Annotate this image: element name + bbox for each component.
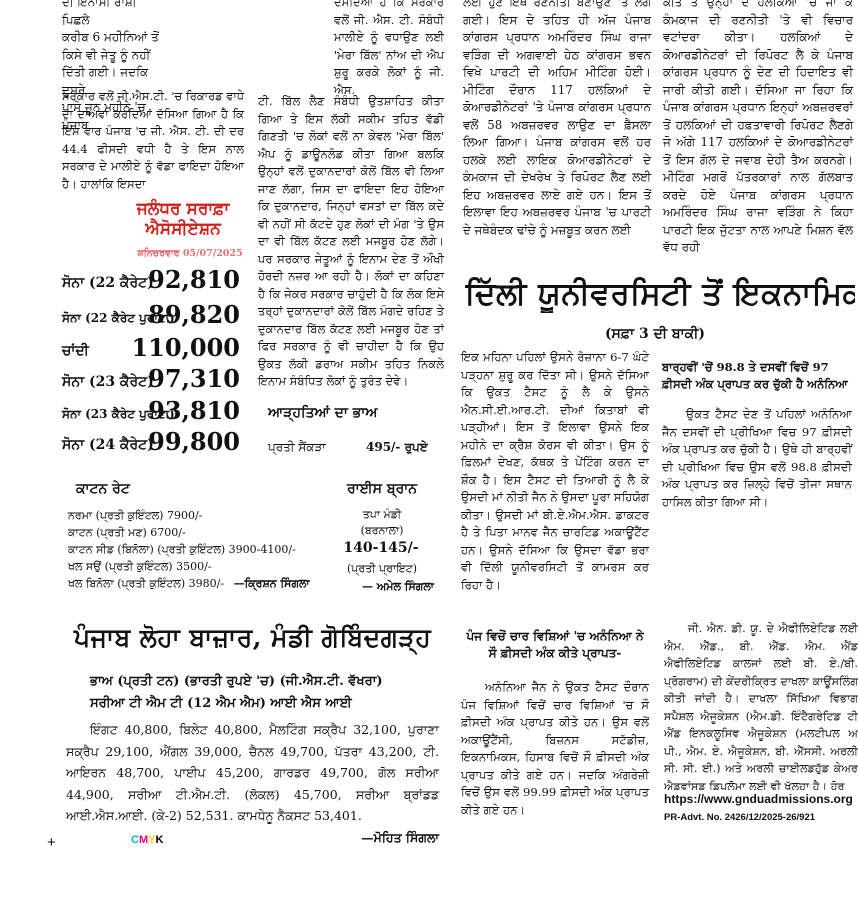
rice-unit: (ਪ੍ਰਤੀ ਪ੍ਰਾਇਟ) [346, 562, 418, 575]
cmyk-m: M [138, 834, 149, 846]
du-col2: ਉਕਤ ਟੈਸਟ ਦੇਣ ਤੋਂ ਪਹਿਲਾਂ ਅਨੰਨਿਆ ਜੈਨ ਦਸਵੀਂ… [662, 406, 852, 511]
text-line: ਦਿੱਤੀ ਗਈ। ਜਦਕਿ ਦੂਸਰੇ [62, 65, 149, 97]
rate-value: 89,820 [148, 300, 240, 329]
cotton-title: ਕਾਟਨ ਰੇਟ [76, 481, 130, 497]
iron-prices: ਇੰਗਟ 40,800, ਬਿਲੇਟ 40,800, ਮੈਲਟਿੰਗ ਸਕ੍ਰੈ… [66, 722, 439, 823]
bullion-title: ਜਲੰਧਰ ਸਰਾਫ਼ਾ ਐਸੋਸੀਏਸ਼ਨ [136, 199, 230, 239]
rate-row: ਸੋਨਾ (23 ਕੈਰੇਟ ਪੁਰਾਣਾ) 93,810 [62, 396, 240, 425]
ad-ref: PR-Advt. No. 2426/12/2025-26/921 [664, 812, 816, 823]
cotton-item: ਖਲ ਸਉਂ (ਪ੍ਰਤੀ ਕੁਇੰਟਲ) 3500/- [68, 560, 212, 573]
cotton-item-text: ਖਲ ਬਿਨੋਲਾ (ਪ੍ਰਤੀ ਕੁਇੰਟਲ) 3980/- [68, 577, 225, 590]
mid-top-text: ਲਈ ਹੁਣ ਇਥੇ ਰਣਨੀਤੀ ਬਣਾਉਣ 'ਤੇ ਲਗ ਗਈ। ਇਸ ਦੇ… [463, 0, 651, 239]
article-paragraph: ਟੀ. ਬਿੱਲ ਲੈਣ ਸੰਬੰਧੀ ਉਤਸ਼ਾਹਿਤ ਕੀਤਾ ਗਿਆ ਤੇ… [258, 94, 444, 388]
rate-row: ਸੋਨਾ (23 ਕੈਰੇਟ) 97,310 [62, 364, 240, 393]
du-headline: ਦਿੱਲੀ ਯੂਨੀਵਰਸਿਟੀ ਤੋਂ ਇਕਨਾਮਿਕਸ ਵਿਚ ... [465, 276, 855, 312]
du-sub1: ਪੰਜ ਵਿਚੋਂ ਚਾਰ ਵਿਸ਼ਿਆਂ 'ਚ ਅਨੰਨਿਆ ਨੇ ਸੌ ਫ਼… [466, 629, 644, 660]
iron-body-paragraph: ਇੰਗਟ 40,800, ਬਿਲੇਟ 40,800, ਮੈਲਟਿੰਗ ਸਕ੍ਰੈ… [66, 719, 439, 845]
rate-name: ਸੋਨਾ (22 ਕੈਰੇਟ) [62, 275, 154, 291]
rate-row: ਸੋਨਾ (22 ਕੈਰੇਟ ਪੁਰਾਣਾ) 89,820 [62, 300, 240, 329]
rice-market: ਤਪਾ ਮੰਡੀ [362, 508, 402, 521]
rate-value: 92,810 [148, 265, 240, 294]
rate-name: ਸੋਨਾ (24 ਕੈਰੇਟ) [62, 437, 154, 453]
du-col1b: ਅਨੰਨਿਆ ਜੈਨ ਨੇ ਉਕਤ ਟੈਸਟ ਦੌਰਾਨ ਪੰਜ ਵਿਸ਼ਿਆਂ… [461, 679, 649, 819]
cotton-item: ਨਰਮਾ (ਪ੍ਰਤੀ ਕੁਇੰਟਲ) 7900/- [68, 509, 203, 522]
mid-left-top-text: ਦਸਦਿਆਂ ਹੈ ਕਿ ਸਰਕਾਰ ਵਲੋਂ ਜੀ. ਐਸ. ਟੀ. ਸੰਬੰ… [334, 0, 444, 99]
rate-value: 97,310 [148, 364, 240, 393]
article-paragraph: ਸਰਕਾਰ ਵਲੋਂ ਜੀ.ਐਸ.ਟੀ. 'ਚ ਰਿਕਾਰਡ ਵਾਧੇ ਦਾ ਦ… [62, 89, 244, 191]
text-line: ਕਿਸੇ ਵੀ ਜੇਤੂ ਨੂੰ ਨਹੀਂ [62, 47, 151, 62]
rate-name: ਸੋਨਾ (22 ਕੈਰੇਟ ਪੁਰਾਣਾ) [62, 311, 175, 325]
iron-sub1: ਭਾਅ (ਪ੍ਰਤੀ ਟਨ) (ਭਾਰਤੀ ਰੁਪਏ 'ਚ) (ਜੀ.ਐਸ.ਟੀ… [90, 674, 383, 689]
cmyk-marks: CMYK [131, 834, 163, 846]
rate-name: ਚਾਂਦੀ [62, 343, 89, 359]
ad-body: ਜੀ. ਐਨ. ਡੀ. ਯੂ. ਦੇ ਐਫੀਲਿਏਟਿਡ ਲਈ ਐਮ. ਐੱਡ.… [664, 620, 858, 790]
article-paragraph: ਲਈ ਹੁਣ ਇਥੇ ਰਣਨੀਤੀ ਬਣਾਉਣ 'ਤੇ ਲਗ ਗਈ। ਇਸ ਦੇ… [463, 0, 651, 237]
cotton-list: ਨਰਮਾ (ਪ੍ਰਤੀ ਕੁਇੰਟਲ) 7900/- ਕਾਟਨ (ਪ੍ਰਤੀ ਮ… [68, 507, 328, 592]
cotton-item: ਕਾਟਨ (ਪ੍ਰਤੀ ਮਣ) 6700/- [68, 526, 186, 539]
du-col1: ਇਕ ਮਹਿਨਾ ਪਹਿਲਾਂ ਉਸਨੇ ਰੋਜ਼ਾਨਾ 6-7 ਘੰਟੇ ਪੜ… [461, 349, 649, 594]
rate-name: ਸੋਨਾ (23 ਕੈਰੇਟ) [62, 374, 154, 390]
article-paragraph: ਦਸਦਿਆਂ ਹੈ ਕਿ ਸਰਕਾਰ ਵਲੋਂ ਜੀ. ਐਸ. ਟੀ. ਸੰਬੰ… [334, 0, 444, 97]
left-top-text: ਦੀ ਇਨਾਮੀ ਰਾਸ਼ੀ ਪਿਛਲੇ ਕਰੀਬ 6 ਮਹੀਨਿਆਂ ਤੋਂ … [62, 0, 166, 134]
rice-price: 140-145/- [343, 540, 419, 556]
text-line: ਪਾਸੇ ਜੂਨ ਮਹੀਨੇ 'ਚ ਪੰਜਾਬ [62, 100, 146, 132]
rate-value: 110,000 [131, 333, 240, 362]
cmyk-k: K [155, 834, 164, 846]
rate-name: ਸੋਨਾ (23 ਕੈਰੇਟ ਪੁਰਾਣਾ) [62, 407, 175, 421]
iron-title: ਪੰਜਾਬ ਲੋਹਾ ਬਾਜ਼ਾਰ, ਮੰਡੀ ਗੋਬਿੰਦਗੜ੍ਹ [74, 623, 432, 652]
cotton-item: ਖਲ ਬਿਨੋਲਾ (ਪ੍ਰਤੀ ਕੁਇੰਟਲ) 3980/- —ਕ੍ਰਿਸ਼ਨ… [68, 575, 328, 592]
article-paragraph: ਇਕ ਮਹਿਨਾ ਪਹਿਲਾਂ ਉਸਨੇ ਰੋਜ਼ਾਨਾ 6-7 ਘੰਟੇ ਪੜ… [461, 350, 649, 592]
iron-byline: —ਮੋਹਿਤ ਸਿੰਗਲਾ [361, 829, 439, 845]
text-line: ਕਰੀਬ 6 ਮਹੀਨਿਆਂ ਤੋਂ [62, 30, 159, 44]
registration-mark: + [47, 834, 56, 851]
du-continued: (ਸਫ਼ਾ 3 ਦੀ ਬਾਕੀ) [604, 326, 706, 342]
rice-location: (ਬਰਨਾਲਾ) [360, 524, 404, 537]
article-paragraph: ਅਨੰਨਿਆ ਜੈਨ ਨੇ ਉਕਤ ਟੈਸਟ ਦੌਰਾਨ ਪੰਜ ਵਿਸ਼ਿਆਂ… [461, 680, 649, 817]
right-top-text: ਕੀਤੇ ਤੇ ਉਨ੍ਹਾਂ ਦੇ ਹਲਕਿਆਂ 'ਚ ਜਾ ਕੇ ਕੰਮਕਾਜ… [663, 0, 853, 257]
rice-byline: — ਅਮੇਲ ਸਿੰਗਲਾ [362, 580, 434, 593]
text-line: ਦੀ ਇਨਾਮੀ ਰਾਸ਼ੀ ਪਿਛਲੇ [62, 0, 137, 27]
rate-value: 99,800 [148, 427, 240, 456]
rate-row: ਸੋਨਾ (22 ਕੈਰੇਟ) 92,810 [62, 265, 240, 294]
ad-paragraph: ਜੀ. ਐਨ. ਡੀ. ਯੂ. ਦੇ ਐਫੀਲਿਏਟਿਡ ਲਈ ਐਮ. ਐੱਡ.… [664, 622, 858, 790]
bullion-date: ਸ਼ਨਿਚਰਵਾਰ 05/07/2025 [137, 248, 243, 259]
rate-value: 93,810 [148, 396, 240, 425]
cmyk-y: Y [148, 834, 156, 846]
ad-url[interactable]: https://www.gnduadmissions.org [664, 792, 853, 806]
mid-left-body: ਟੀ. ਬਿੱਲ ਲੈਣ ਸੰਬੰਧੀ ਉਤਸ਼ਾਹਿਤ ਕੀਤਾ ਗਿਆ ਤੇ… [258, 93, 444, 391]
du-sub2: ਬਾਰ੍ਹਵੀਂ 'ਚੋਂ 98.8 ਤੇ ਦਸਵੀਂ ਵਿਚੋਂ 97 ਫ਼ੀ… [662, 360, 848, 391]
rice-title: ਰਾਈਸ ਬ੍ਰਾਨ [346, 481, 418, 497]
cotton-item: ਕਾਟਨ ਸੀਡ (ਬਿਨੋਲਾ) (ਪ੍ਰਤੀ ਕੁਇੰਟਲ) 3900-41… [68, 543, 296, 556]
commission-value: 495/- ਰੁਪਏ [366, 440, 428, 454]
rate-row: ਚਾਂਦੀ 110,000 [62, 333, 240, 362]
commission-label: ਪ੍ਰਤੀ ਸੈਂਕੜਾ [268, 440, 326, 454]
iron-body: ਇੰਗਟ 40,800, ਬਿਲੇਟ 40,800, ਮੈਲਟਿੰਗ ਸਕ੍ਰੈ… [66, 719, 439, 848]
article-paragraph: ਉਕਤ ਟੈਸਟ ਦੇਣ ਤੋਂ ਪਹਿਲਾਂ ਅਨੰਨਿਆ ਜੈਨ ਦਸਵੀਂ… [662, 407, 852, 509]
left-wide-text: ਸਰਕਾਰ ਵਲੋਂ ਜੀ.ਐਸ.ਟੀ. 'ਚ ਰਿਕਾਰਡ ਵਾਧੇ ਦਾ ਦ… [62, 88, 244, 193]
cotton-byline: —ਕ੍ਰਿਸ਼ਨ ਸਿੰਗਲਾ [233, 577, 310, 590]
article-paragraph: ਕੀਤੇ ਤੇ ਉਨ੍ਹਾਂ ਦੇ ਹਲਕਿਆਂ 'ਚ ਜਾ ਕੇ ਕੰਮਕਾਜ… [663, 0, 853, 254]
iron-sub2: ਸਰੀਆ ਟੀ ਐਮ ਟੀ (12 ਐਮ ਐਮ) ਆਈ ਐਸ ਆਈ [90, 696, 352, 711]
commission-title: ਆੜ੍ਹਤਿਆਂ ਦਾ ਭਾਅ [268, 405, 378, 421]
rate-row: ਸੋਨਾ (24 ਕੈਰੇਟ) 99,800 [62, 427, 240, 456]
cmyk-c: C [131, 834, 139, 846]
